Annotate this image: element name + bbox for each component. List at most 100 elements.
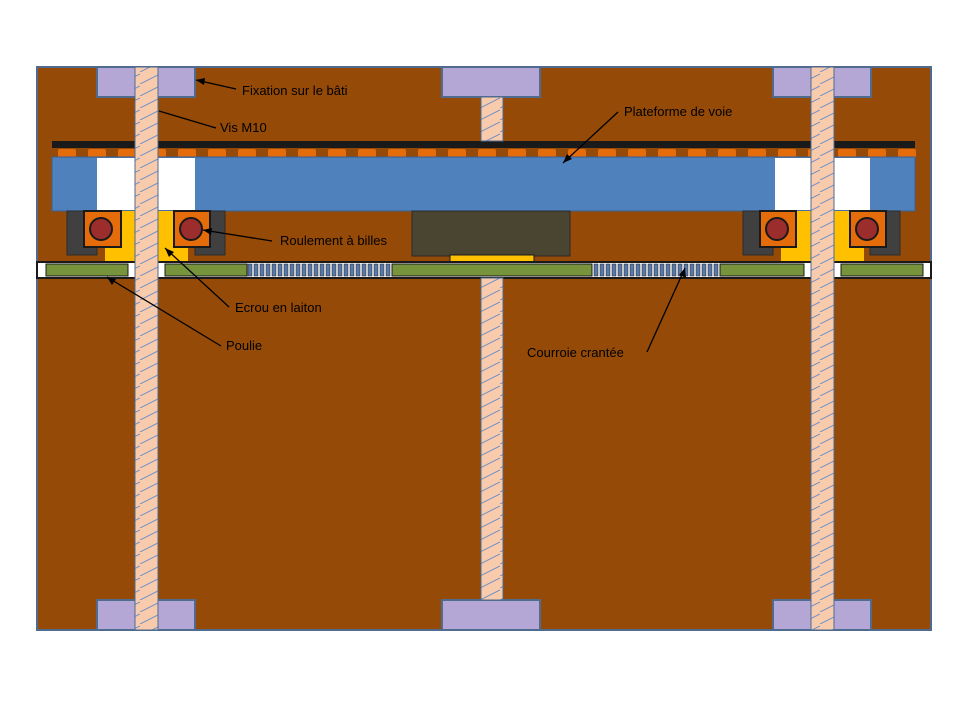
screw-left <box>134 66 159 631</box>
belt-tooth <box>641 263 647 277</box>
bearing-left-2 <box>179 217 203 241</box>
belt-tooth <box>355 263 361 277</box>
window-left-1 <box>97 158 135 210</box>
platform-tooth <box>88 149 106 158</box>
belt-tooth <box>301 263 307 277</box>
belt-tooth <box>259 263 265 277</box>
arrow-poulie <box>106 276 222 347</box>
platform-tooth <box>388 149 406 158</box>
belt-tooth <box>367 263 373 277</box>
belt-segment-2 <box>164 263 248 277</box>
arrowhead-fixation <box>196 78 205 85</box>
platform-tooth <box>718 149 736 158</box>
platform-tooth <box>508 149 526 158</box>
belt-tooth <box>337 263 343 277</box>
belt-tooth <box>623 263 629 277</box>
bearing-right-2 <box>855 217 879 241</box>
belt-tooth <box>373 263 379 277</box>
platform-tooth <box>478 149 496 158</box>
platform-tooth <box>298 149 316 158</box>
platform <box>51 156 916 212</box>
platform-tooth <box>628 149 646 158</box>
belt-tooth <box>611 263 617 277</box>
arrow-roulement <box>202 229 273 242</box>
belt-tooth <box>659 263 665 277</box>
belt-tooth <box>247 263 253 277</box>
belt-tooth <box>307 263 313 277</box>
belt-tooth <box>707 263 713 277</box>
belt-tooth <box>289 263 295 277</box>
belt-teeth-left <box>247 263 391 277</box>
platform-tooth <box>328 149 346 158</box>
platform-tooth <box>898 149 916 158</box>
platform-tooth <box>868 149 886 158</box>
platform-tooth <box>268 149 286 158</box>
belt-tooth <box>313 263 319 277</box>
center-carriage <box>411 210 571 257</box>
belt-tooth <box>593 263 599 277</box>
track-bar <box>52 141 915 148</box>
label-fixation: Fixation sur le bâti <box>242 83 348 98</box>
belt-tooth <box>343 263 349 277</box>
bearing-right-1 <box>765 217 789 241</box>
platform-tooth <box>178 149 196 158</box>
label-courroie: Courroie crantée <box>527 345 624 360</box>
platform-tooth <box>658 149 676 158</box>
belt-tooth <box>253 263 259 277</box>
platform-tooth <box>598 149 616 158</box>
bearing-left-1 <box>89 217 113 241</box>
arrowhead-roulement <box>203 228 212 235</box>
platform-tooth <box>448 149 466 158</box>
belt-tooth <box>271 263 277 277</box>
belt-tooth <box>629 263 635 277</box>
belt-segment-3 <box>391 263 593 277</box>
arrow-courroie <box>646 267 686 353</box>
screw-right <box>810 66 835 631</box>
mount-top-center <box>441 66 541 98</box>
platform-tooth <box>568 149 586 158</box>
platform-tooth <box>238 149 256 158</box>
label-plateforme: Plateforme de voie <box>624 104 732 119</box>
platform-tooth <box>358 149 376 158</box>
window-right-2 <box>834 158 870 210</box>
window-right-1 <box>775 158 811 210</box>
belt-tooth <box>701 263 707 277</box>
arrowheads <box>107 78 686 285</box>
belt-tooth <box>635 263 641 277</box>
belt-tooth <box>677 263 683 277</box>
belt-tooth <box>331 263 337 277</box>
arrow-ecrou <box>164 247 230 308</box>
belt-tooth <box>605 263 611 277</box>
window-left-2 <box>158 158 195 210</box>
arrowhead-courroie <box>679 268 686 278</box>
belt-tooth <box>361 263 367 277</box>
belt-tooth <box>349 263 355 277</box>
carriage-left <box>66 210 226 263</box>
platform-tooth <box>208 149 226 158</box>
platform-tooth <box>58 149 76 158</box>
arrowhead-ecrou <box>165 248 174 257</box>
label-ecrou: Ecrou en laiton <box>235 300 322 315</box>
platform-tooth <box>688 149 706 158</box>
platform-tooth <box>538 149 556 158</box>
belt-segment-1 <box>45 263 129 277</box>
label-poulie: Poulie <box>226 338 262 353</box>
belt-segments <box>45 263 924 277</box>
belt-tooth <box>599 263 605 277</box>
label-vis: Vis M10 <box>220 120 267 135</box>
belt-tooth <box>665 263 671 277</box>
belt-segment-4 <box>719 263 805 277</box>
belt-tooth <box>379 263 385 277</box>
belt-tooth <box>695 263 701 277</box>
belt-teeth-right <box>593 263 719 277</box>
belt-tooth <box>385 263 391 277</box>
belt-tooth <box>713 263 719 277</box>
arrow-plateforme <box>562 111 619 164</box>
belt-tooth <box>617 263 623 277</box>
carriage-right <box>742 210 901 263</box>
belt-tooth <box>283 263 289 277</box>
platform-tooth <box>838 149 856 158</box>
platform-tooth <box>118 149 136 158</box>
bottom-mounts <box>96 599 872 631</box>
platform-teeth <box>58 149 916 158</box>
